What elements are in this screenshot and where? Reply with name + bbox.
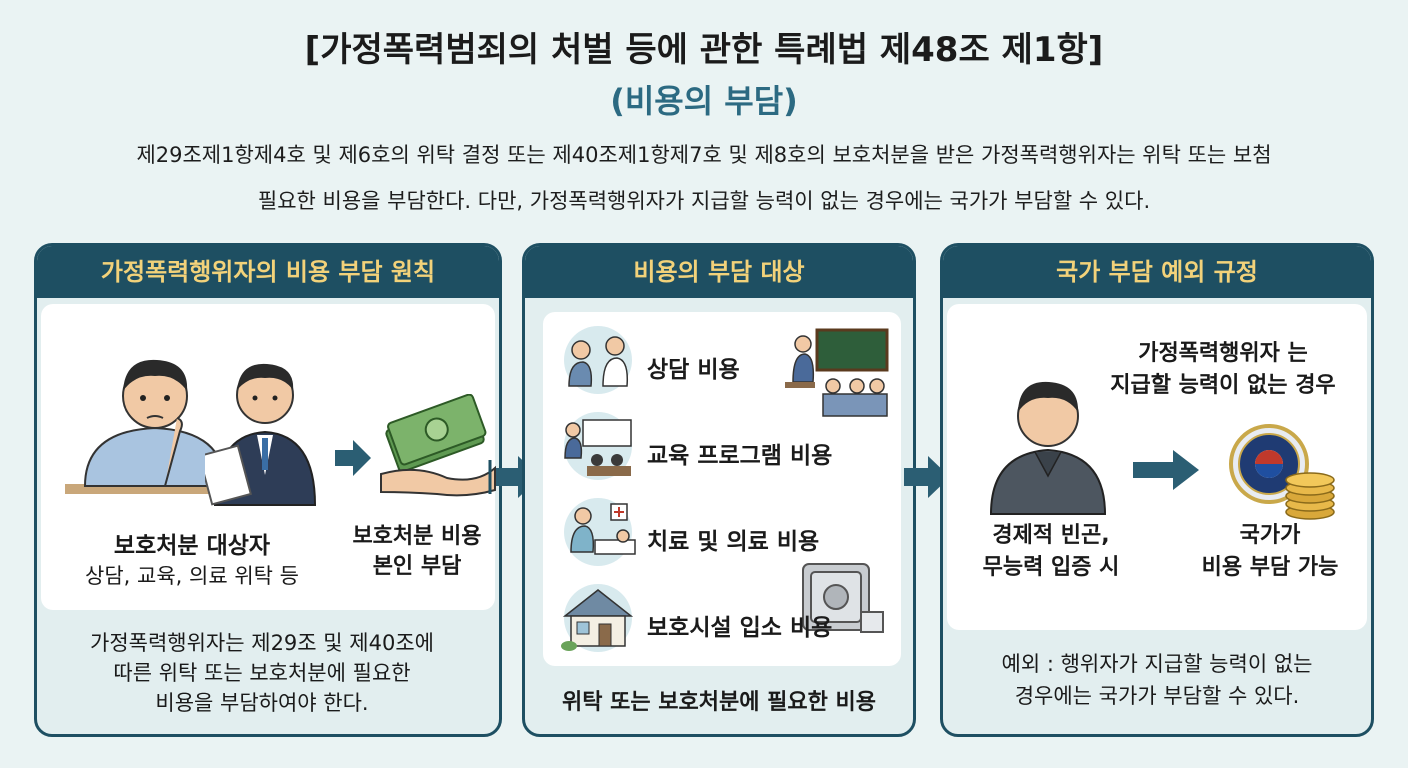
- note-line-3: 비용을 부담하여야 한다.: [155, 691, 369, 715]
- money-hand-icon: [380, 394, 496, 497]
- panel-heading: 비용의 부담 대상: [525, 246, 913, 298]
- item-label: 치료 및 의료 비용: [647, 529, 820, 555]
- panel-state-exception: 국가 부담 예외 규정 가정폭력행위자 는 지급할 능력이 없는 경우 경제적 …: [940, 243, 1374, 737]
- intro-text: 제29조제1항제4호 및 제6호의 위탁 결정 또는 제40조제1항제7호 및 …: [30, 132, 1378, 224]
- safe-icon: [802, 563, 884, 633]
- person-icon: [989, 381, 1107, 515]
- cost-title: 보호처분 비용 본인 부담: [337, 522, 497, 582]
- person-line-1: 경제적 빈곤,: [992, 523, 1110, 548]
- subject-title: 보호처분 대상자: [113, 533, 271, 559]
- note-line-1: 가정폭력행위자는 제29조 및 제40조에: [90, 631, 434, 655]
- worried-man-icon: [65, 359, 245, 494]
- state-line-1: 국가가: [1239, 523, 1301, 548]
- panel3-note: 예외 : 행위자가 지급할 능력이 없는 경우에는 국가가 부담할 수 있다.: [947, 648, 1367, 712]
- page-subtitle: (비용의 부담): [610, 82, 798, 120]
- condition-text: 가정폭력행위자 는 지급할 능력이 없는 경우: [1083, 338, 1363, 402]
- item-label: 상담 비용: [647, 357, 740, 383]
- cost-line-2: 본인 부담: [372, 554, 462, 579]
- item-label: 교육 프로그램 비용: [647, 443, 833, 469]
- official-icon: [205, 363, 317, 506]
- note-line-2: 따른 위탁 또는 보호처분에 필요한: [113, 661, 411, 685]
- classroom-icon: [564, 412, 632, 480]
- panel-heading: 국가 부담 예외 규정: [943, 246, 1371, 298]
- medical-icon: [564, 498, 636, 566]
- intro-line-1: 제29조제1항제4호 및 제6호의 위탁 결정 또는 제40조제1항제7호 및 …: [136, 143, 1272, 167]
- subject-sub: 상담, 교육, 의료 위탁 등: [85, 564, 299, 588]
- note-line-1: 예외 : 행위자가 지급할 능력이 없는: [1001, 652, 1313, 676]
- cond-line-1: 가정폭력행위자 는: [1138, 341, 1308, 366]
- arrow-right-icon: [904, 456, 950, 498]
- panel1-note: 가정폭력행위자는 제29조 및 제40조에 따른 위탁 또는 보호처분에 필요한…: [47, 628, 477, 718]
- panel-heading: 가정폭력행위자의 비용 부담 원칙: [37, 246, 499, 298]
- panel2-footer: 위탁 또는 보호처분에 필요한 비용: [562, 690, 876, 715]
- state-text: 국가가 비용 부담 가능: [1173, 520, 1367, 584]
- panel-cost-targets: 비용의 부담 대상 상담 비용 교육 프로그램 비용: [522, 243, 916, 737]
- teacher-icon: [785, 328, 889, 417]
- cond-line-2: 지급할 능력이 없는 경우: [1110, 373, 1336, 398]
- arrow-right-icon: [1133, 450, 1199, 490]
- person-line-2: 무능력 입증 시: [982, 555, 1120, 580]
- panel-offender-principle: 가정폭력행위자의 비용 부담 원칙 보호처분 대상자 상담,: [34, 243, 502, 737]
- counseling-icon: [564, 326, 632, 394]
- person-text: 경제적 빈곤, 무능력 입증 시: [951, 520, 1151, 584]
- intro-line-2: 필요한 비용을 부담한다. 다만, 가정폭력행위자가 지급할 능력이 없는 경우…: [257, 189, 1151, 213]
- state-line-2: 비용 부담 가능: [1201, 555, 1339, 580]
- arrow-right-icon: [335, 440, 371, 476]
- note-line-2: 경우에는 국가가 부담할 수 있다.: [1014, 684, 1300, 708]
- page-title: [가정폭력범죄의 처벌 등에 관한 특례법 제48조 제1항]: [304, 30, 1104, 70]
- cost-line-1: 보호처분 비용: [352, 524, 482, 549]
- coins-icon: [1285, 472, 1335, 520]
- shelter-icon: [561, 584, 634, 652]
- item-label: 보호시설 입소 비용: [647, 615, 833, 641]
